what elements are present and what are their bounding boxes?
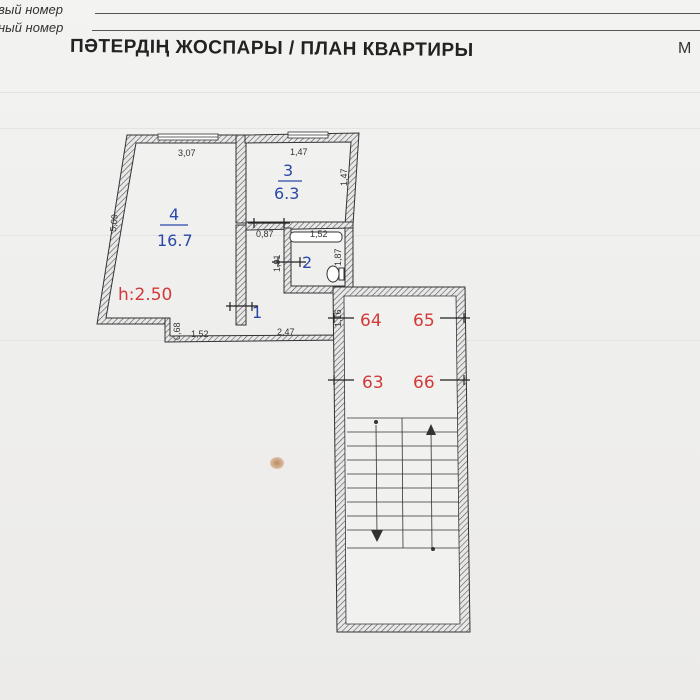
room-4-number: 4: [169, 205, 179, 224]
paper-stain: [270, 457, 284, 469]
field2-line: [92, 30, 700, 31]
apt-66: 66: [413, 373, 435, 393]
field2-label: ный номер: [0, 20, 64, 35]
dim-room4-bottom-left: 0,68: [172, 322, 182, 340]
field1-label: вый номер: [0, 2, 63, 17]
dim-hall-bottom: 2,47: [277, 327, 295, 337]
room-3-area: 6.3: [274, 184, 299, 203]
ceiling-height: h:2.50: [118, 285, 172, 305]
room-4-area: 16.7: [157, 231, 193, 250]
stairwell: [332, 286, 471, 633]
dim-bath-right: 1,87: [333, 248, 343, 266]
title-suffix: М: [678, 40, 692, 57]
dim-room3-top: 1,47: [290, 147, 308, 157]
dim-room4-left: 5,09: [108, 214, 120, 232]
room-2-number: 2: [302, 253, 312, 272]
room-3-number: 3: [283, 161, 293, 180]
faint-rule: [0, 128, 700, 129]
field1-line: [95, 13, 700, 14]
apt-64: 64: [360, 311, 382, 331]
dim-bath-top: 1,52: [310, 229, 328, 239]
toilet-fixture: [289, 231, 345, 283]
faint-rule: [0, 92, 700, 93]
apt-63: 63: [362, 373, 384, 393]
dim-hall-right: 1,16: [333, 309, 343, 327]
room-1-number: 1: [252, 303, 262, 322]
door-marks: [226, 218, 470, 385]
dim-room4-bottom: 1,52: [191, 329, 209, 339]
dim-bath-left: 1,91: [272, 254, 282, 272]
dim-room3-right: 1,47: [339, 168, 349, 186]
dim-room4-top: 3,07: [178, 148, 196, 158]
apartment-walls: [96, 132, 360, 343]
apt-65: 65: [413, 311, 435, 331]
dim-corridor-top: 0,87: [256, 229, 274, 239]
